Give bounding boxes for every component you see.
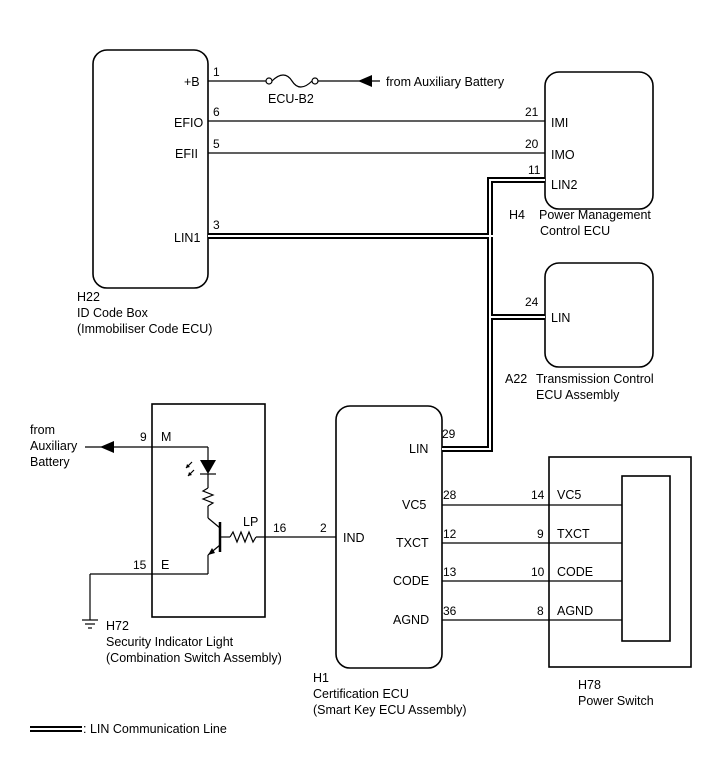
security-light-name: Security Indicator Light [106, 635, 234, 649]
power-mgmt-name2: Control ECU [540, 224, 610, 238]
pin-label-h1-agnd: AGND [393, 613, 429, 627]
arrow-battery-top [358, 75, 372, 87]
battery-left-line3: Battery [30, 455, 70, 469]
cert-ecu-sub: (Smart Key ECU Assembly) [313, 703, 467, 717]
pin-label-efio: EFIO [174, 116, 203, 130]
pin-label-h1-txct: TXCT [396, 536, 429, 550]
pin-label-a22-lin: LIN [551, 311, 570, 325]
security-light-sub: (Combination Switch Assembly) [106, 651, 282, 665]
pin-num-h1-txct: 12 [443, 527, 457, 541]
transmission-name2: ECU Assembly [536, 388, 620, 402]
pin-label-h1-code: CODE [393, 574, 429, 588]
pin-num-h72-lp: 16 [273, 521, 287, 535]
security-light-code: H72 [106, 619, 129, 633]
pin-num-h1-code: 13 [443, 565, 457, 579]
battery-left-line1: from [30, 423, 55, 437]
pin-label-h78-code: CODE [557, 565, 593, 579]
pin-label-lp: LP [243, 515, 258, 529]
power-mgmt-code: H4 [509, 208, 525, 222]
pin-num-h22-efii: 5 [213, 137, 220, 151]
pin-label-b: +B [184, 75, 200, 89]
pin-num-h78-vc5: 14 [531, 488, 545, 502]
power-management-ecu-box [544, 71, 654, 210]
led-symbol [200, 460, 216, 474]
id-code-box-code: H22 [77, 290, 100, 304]
pin-label-imo: IMO [551, 148, 575, 162]
pin-label-e: E [161, 558, 169, 572]
pin-num-h78-code: 10 [531, 565, 545, 579]
pin-label-h78-txct: TXCT [557, 527, 590, 541]
pin-label-lin2: LIN2 [551, 178, 577, 192]
pin-num-h1-vc5: 28 [443, 488, 457, 502]
pin-num-h22-lin1: 3 [213, 218, 220, 232]
pin-num-h72-m: 9 [140, 430, 147, 444]
fuse-terminal-right [311, 77, 319, 85]
battery-left-line2: Auxiliary [30, 439, 78, 453]
pin-num-h1-lin: 29 [442, 427, 456, 441]
fuse-symbol [271, 74, 313, 88]
pin-num-h78-agnd: 8 [537, 604, 544, 618]
arrow-battery-left [100, 441, 114, 453]
pin-num-h1-ind: 2 [320, 521, 327, 535]
pin-num-h4-lin2: 11 [528, 163, 541, 177]
power-switch-inner-box [621, 475, 671, 642]
lin-bus [208, 177, 545, 452]
pin-num-a22-lin: 24 [525, 295, 539, 309]
pin-label-h78-vc5: VC5 [557, 488, 581, 502]
pin-num-h72-e: 15 [133, 558, 147, 572]
id-code-box-name: ID Code Box [77, 306, 149, 320]
pin-num-h4-imo: 20 [525, 137, 539, 151]
transmission-code: A22 [505, 372, 527, 386]
pin-label-h1-lin: LIN [409, 442, 428, 456]
power-switch-code: H78 [578, 678, 601, 692]
pin-num-h4-imi: 21 [525, 105, 539, 119]
pin-num-h1-agnd: 36 [443, 604, 457, 618]
pin-num-h22-efio: 6 [213, 105, 220, 119]
legend-text: : LIN Communication Line [83, 722, 227, 736]
id-code-box-sub: (Immobiliser Code ECU) [77, 322, 212, 336]
pin-label-h78-agnd: AGND [557, 604, 593, 618]
cert-ecu-name: Certification ECU [313, 687, 409, 701]
pin-label-m: M [161, 430, 171, 444]
pin-label-efii: EFII [175, 147, 198, 161]
fuse-terminal-left [265, 77, 273, 85]
id-code-box [92, 49, 209, 289]
pin-num-h22-b: 1 [213, 65, 220, 79]
pin-num-h78-txct: 9 [537, 527, 544, 541]
transmission-name1: Transmission Control [536, 372, 654, 386]
power-mgmt-name1: Power Management [539, 208, 651, 222]
pin-label-lin1: LIN1 [174, 231, 200, 245]
fuse-label: ECU-B2 [268, 92, 314, 106]
pin-label-h1-vc5: VC5 [402, 498, 426, 512]
security-indicator-circuit [82, 441, 257, 629]
pin-label-ind: IND [343, 531, 365, 545]
power-switch-name: Power Switch [578, 694, 654, 708]
pin-label-imi: IMI [551, 116, 568, 130]
cert-ecu-code: H1 [313, 671, 329, 685]
battery-top-label: from Auxiliary Battery [386, 75, 505, 89]
